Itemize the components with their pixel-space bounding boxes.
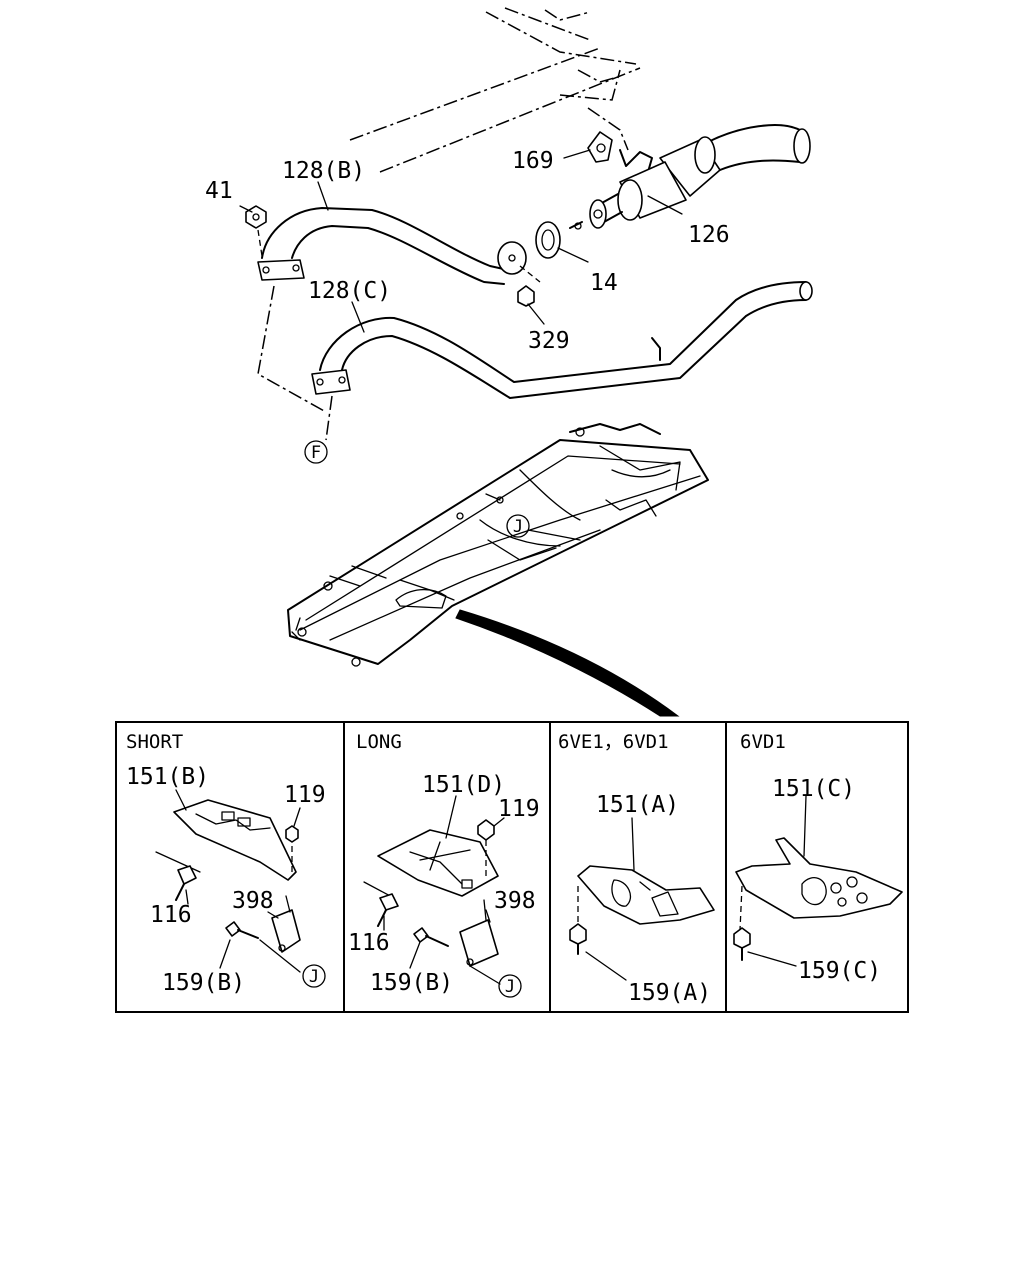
detail-pointer: [455, 609, 680, 717]
p4-label-151c: 151(C): [772, 776, 855, 802]
callout-126: 126: [688, 222, 730, 248]
panel-short: SHORT 151(B) 119 116 398 159(B) J: [126, 731, 326, 996]
ref-circle-j-frame: J: [506, 514, 581, 541]
vehicle-chassis: [287, 423, 709, 667]
p3-label-159a: 159(A): [628, 980, 711, 1006]
long-label-159b: 159(B): [370, 970, 453, 996]
nut-329: [517, 265, 541, 307]
callout-128c: 128(C): [308, 278, 391, 304]
ref-f-label: F: [311, 443, 321, 463]
gasket-14: [535, 221, 583, 259]
ref-f-leaders: [257, 285, 333, 441]
callout-169: 169: [512, 148, 554, 174]
long-label-398: 398: [494, 888, 536, 914]
panel-6vd1: 6VD1 151(C) 159(C): [733, 731, 903, 984]
short-label-151b: 151(B): [126, 764, 209, 790]
panel-long: LONG 151(D) 119 116 398 159(B) J: [348, 731, 540, 998]
detail-box: [115, 721, 909, 1013]
hanger-169: [587, 131, 653, 173]
callout-14: 14: [590, 270, 618, 296]
ref-j-frame-label: J: [513, 517, 523, 537]
long-ref-j: J: [505, 977, 515, 997]
short-label-159b: 159(B): [162, 970, 245, 996]
p3-label-151a: 151(A): [596, 792, 679, 818]
pipe-128b: [257, 207, 527, 285]
long-label-119: 119: [498, 796, 540, 822]
callout-128b: 128(B): [282, 158, 365, 184]
p4-label-159c: 159(C): [798, 958, 881, 984]
short-label-119: 119: [284, 782, 326, 808]
panel-6ve1-header: 6VE1，6VD1: [558, 731, 669, 753]
callout-329: 329: [528, 328, 570, 354]
panel-6ve1-6vd1: 6VE1，6VD1 151(A) 159(A): [558, 731, 715, 1006]
top-leaders: [239, 149, 683, 333]
panel-long-header: LONG: [356, 731, 402, 753]
short-label-116: 116: [150, 902, 192, 928]
ref-circle-f: F: [304, 440, 328, 464]
muffler-126: [589, 124, 811, 229]
pipe-128c: [311, 281, 813, 399]
long-label-116: 116: [348, 930, 390, 956]
nut-41: [245, 205, 267, 257]
short-ref-j: J: [309, 967, 319, 987]
callout-41: 41: [205, 178, 233, 204]
panel-6vd1-header: 6VD1: [740, 731, 786, 753]
short-label-398: 398: [232, 888, 274, 914]
frame-rail-outline: [349, 7, 641, 173]
panel-short-header: SHORT: [126, 731, 183, 753]
long-label-151d: 151(D): [422, 772, 505, 798]
